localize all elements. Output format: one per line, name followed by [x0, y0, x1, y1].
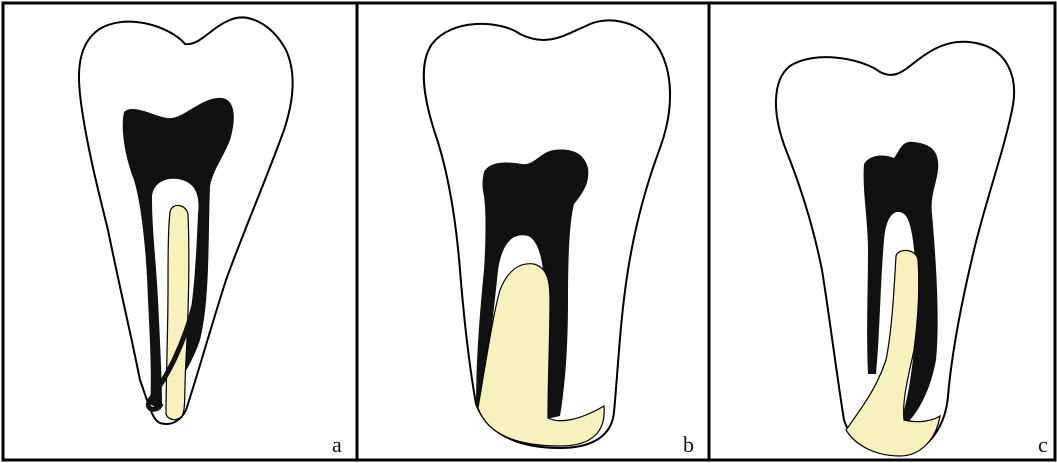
- panel-c-label: c: [1038, 432, 1048, 457]
- panel-a: a: [3, 3, 357, 460]
- panel-b-label: b: [683, 432, 694, 457]
- panel-a-label: a: [332, 432, 342, 457]
- panel-b: b: [357, 3, 709, 460]
- panel-a-filling: [166, 205, 189, 419]
- panel-c: c: [709, 3, 1055, 460]
